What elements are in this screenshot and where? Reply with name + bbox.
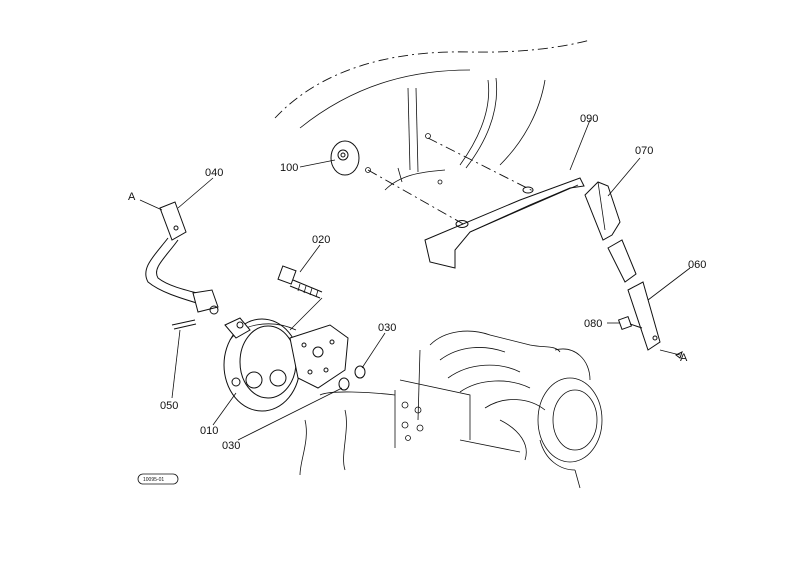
engine-block bbox=[299, 330, 603, 489]
pin-part-050 bbox=[171, 319, 197, 330]
leader-lines bbox=[139, 119, 691, 441]
bracket-part-090 bbox=[424, 177, 585, 269]
callout-030-lower: 030 bbox=[222, 440, 240, 452]
callout-090: 090 bbox=[580, 113, 598, 125]
section-marker-a-left: A bbox=[128, 191, 136, 203]
plate-part-060 bbox=[607, 239, 661, 351]
oring-parts-030 bbox=[338, 365, 366, 391]
callout-070: 070 bbox=[635, 145, 653, 157]
callout-040: 040 bbox=[205, 167, 223, 179]
callout-030-upper: 030 bbox=[378, 322, 396, 334]
section-marker-a-right: A bbox=[680, 352, 688, 364]
reference-code: 10095-01 bbox=[143, 477, 164, 483]
callout-labels: 100 090 070 060 080 040 020 030 050 010 … bbox=[160, 113, 706, 452]
pump-assembly-part-010 bbox=[223, 317, 349, 412]
callout-020: 020 bbox=[312, 234, 330, 246]
rod-part-040 bbox=[145, 201, 219, 315]
reference-code-box: 10095-01 bbox=[137, 473, 179, 485]
callout-100: 100 bbox=[280, 162, 298, 174]
pad-part-070 bbox=[584, 181, 621, 241]
body-panel-outline bbox=[274, 39, 591, 191]
callout-010: 010 bbox=[200, 425, 218, 437]
callout-060: 060 bbox=[688, 259, 706, 271]
bolt-part-020 bbox=[277, 265, 323, 331]
grommet-part-100 bbox=[330, 140, 360, 176]
callout-050: 050 bbox=[160, 400, 178, 412]
callout-080: 080 bbox=[584, 318, 602, 330]
section-markers: A A bbox=[128, 191, 688, 364]
bolt-part-080 bbox=[617, 315, 643, 331]
assembly-guide-lines bbox=[365, 133, 536, 226]
